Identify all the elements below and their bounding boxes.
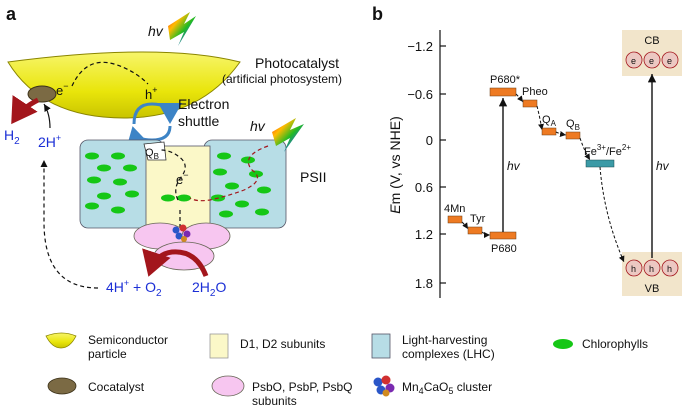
hole-glyph: h (667, 264, 672, 274)
legend-psb-swatch (211, 375, 245, 397)
legend-d1d2-label: D1, D2 subunits (240, 337, 325, 351)
electron-shuttle-line1: Electron (178, 96, 229, 112)
legend-lhc-line1: Light-harvesting (402, 333, 487, 347)
psii-label: PSII (300, 169, 326, 185)
qb-label: QB (145, 147, 159, 161)
vb-holes: h h h (625, 259, 679, 277)
y-tick-label: −1.2 (407, 39, 433, 54)
legend-d1d2-swatch (209, 333, 229, 359)
level-p680 (489, 231, 517, 240)
y-axis-label: Em (V, vs NHE) (387, 116, 403, 214)
legend-semiconductor-swatch (45, 332, 77, 349)
level-fe-label: Fe3+/Fe2+ (584, 143, 631, 158)
lightning-icon-psii (272, 118, 304, 152)
photocatalyst-particle (7, 51, 241, 119)
level-p680-star-label: P680* (490, 74, 521, 86)
photocatalyst-title: Photocatalyst (255, 55, 339, 71)
level-tyr-label: Tyr (470, 213, 486, 225)
hole-glyph: h (649, 264, 654, 274)
hole-glyph: h (631, 264, 636, 274)
legend-semiconductor-line2: particle (88, 347, 127, 361)
electron-shuttle-line2: shuttle (178, 113, 219, 129)
y-tick-label: 1.8 (415, 276, 433, 291)
legend-mn-cluster-swatch (373, 375, 395, 397)
h2-label: H2 (4, 127, 20, 147)
lhc-right (203, 139, 287, 229)
legend: Semiconductor particle D1, D2 subunits L… (45, 332, 648, 408)
legend-psb-line1: PsbO, PsbP, PsbQ (252, 380, 353, 394)
level-4mn (447, 215, 463, 224)
vb-label: VB (645, 283, 660, 295)
hv-left: hv (507, 159, 521, 173)
legend-semiconductor-line1: Semiconductor (88, 333, 168, 347)
e-minus-psii: e− (176, 170, 189, 187)
electron-glyph: e (631, 56, 636, 66)
legend-lhc-swatch (371, 333, 391, 359)
level-qa-label: QA (542, 114, 557, 128)
electron-label: e− (56, 81, 69, 98)
y-tick-labels: −1.2 −0.6 0 0.6 1.2 1.8 (407, 39, 433, 291)
y-tick-label: 0.6 (415, 180, 433, 195)
y-tick-label: 1.2 (415, 227, 433, 242)
water-oxidation-arrow (142, 248, 209, 277)
chlorophylls-right (211, 152, 271, 218)
hole-label: h+ (145, 85, 158, 102)
chlorophylls-left (85, 152, 139, 214)
level-p680-star (489, 87, 517, 97)
y-ticks (440, 45, 446, 284)
legend-cocatalyst-label: Cocatalyst (88, 380, 145, 394)
panel-b-label: b (372, 4, 383, 24)
level-pheo (522, 99, 538, 108)
level-4mn-label: 4Mn (444, 203, 465, 215)
cb-electrons: e e e (625, 51, 679, 69)
hv-top: hv (148, 23, 164, 39)
hv-right: hv (656, 159, 670, 173)
level-qa (541, 127, 557, 136)
mn4cao5-cluster (172, 224, 191, 242)
electron-glyph: e (649, 56, 654, 66)
level-p680-label: P680 (491, 243, 517, 255)
level-tyr (467, 226, 483, 235)
panel-a-label: a (6, 4, 17, 24)
level-qb (565, 131, 581, 140)
lightning-icon (168, 12, 196, 46)
legend-mn-cluster-label: Mn4CaO5 cluster (402, 380, 492, 396)
legend-chlorophylls-label: Chlorophylls (582, 337, 648, 351)
y-tick-label: 0 (426, 133, 433, 148)
psii-complex (79, 139, 287, 229)
y-tick-label: −0.6 (407, 87, 433, 102)
cb-label: CB (644, 35, 659, 47)
photocatalyst-subtitle: (artificial photosystem) (222, 72, 342, 86)
level-pheo-label: Pheo (522, 86, 548, 98)
two-h-plus-label: 2H+ (38, 133, 61, 150)
h2-evolution-arrow (11, 95, 40, 125)
cocatalyst-particle (27, 85, 57, 103)
excitation-path (71, 61, 149, 87)
level-qb-label: QB (566, 118, 580, 132)
legend-chlorophyll-swatch (553, 339, 573, 349)
energy-transfer-path (189, 145, 269, 202)
water-label: 2H2O (192, 279, 226, 299)
legend-cocatalyst-swatch (47, 377, 77, 395)
proton-return-path (40, 160, 99, 289)
electron-glyph: e (667, 56, 672, 66)
chlorophylls-center (161, 194, 191, 202)
hv-psii: hv (250, 118, 266, 134)
products-label: 4H+ + O2 (106, 278, 162, 299)
electron-transfer-path (159, 149, 186, 228)
electron-transfer-arrows (461, 93, 625, 263)
legend-psb-line2: subunits (252, 394, 297, 408)
legend-lhc-line2: complexes (LHC) (402, 347, 495, 361)
proton-arrow (43, 103, 51, 129)
level-fe (585, 159, 615, 168)
